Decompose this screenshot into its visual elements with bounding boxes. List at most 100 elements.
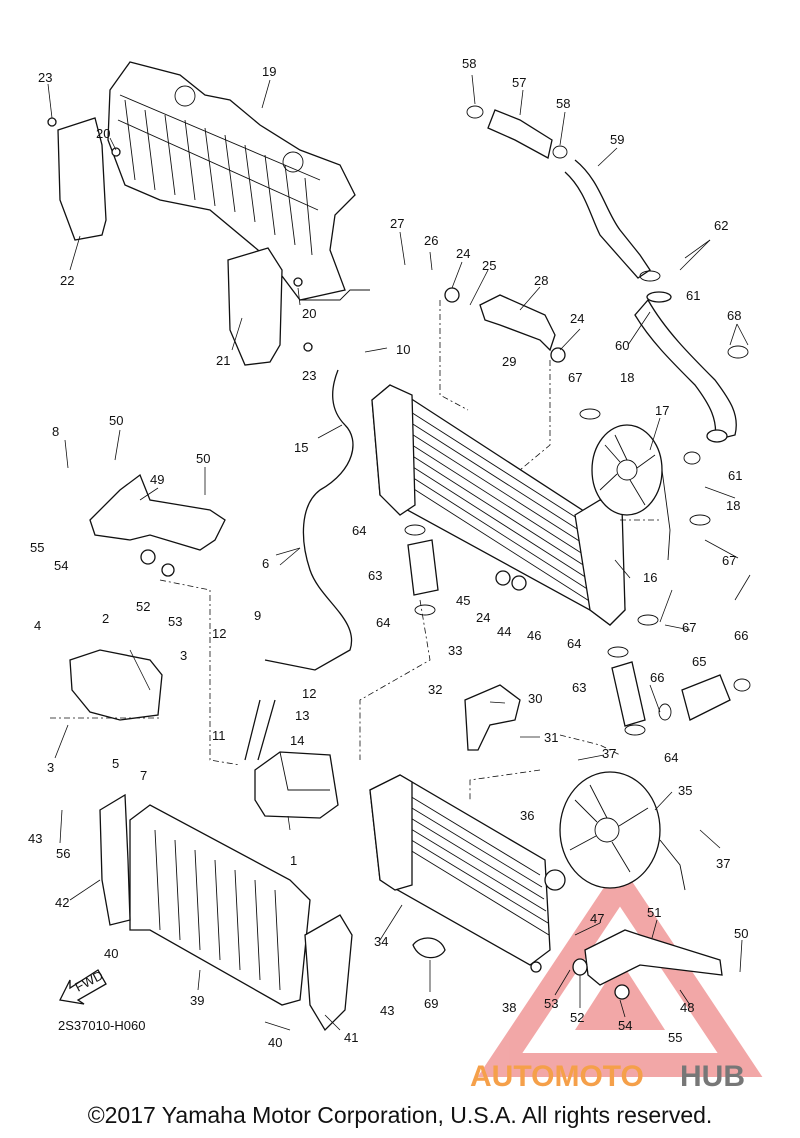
hose-clamps: [140, 105, 751, 1000]
callout: 58: [556, 96, 570, 111]
callout: 12: [302, 686, 316, 701]
side-panel-21: [227, 247, 283, 366]
callout: 36: [520, 808, 534, 823]
callout: 21: [216, 353, 230, 368]
callout: 43: [28, 831, 42, 846]
bracket-49: [89, 473, 226, 551]
callout: 54: [618, 1018, 632, 1033]
radiator-lower: [369, 774, 566, 966]
callout: 27: [390, 216, 404, 231]
callout: 45: [456, 593, 470, 608]
callout: 55: [668, 1030, 682, 1045]
callout: 53: [168, 614, 182, 629]
callout: 28: [534, 273, 548, 288]
diagram-code: 2S37010-H060: [58, 1018, 145, 1033]
callout: 3: [180, 648, 187, 663]
callout: 37: [602, 746, 616, 761]
callout: 15: [294, 440, 308, 455]
callout: 55: [30, 540, 44, 555]
callout: 24: [456, 246, 470, 261]
callout: 64: [352, 523, 366, 538]
callout: 18: [726, 498, 740, 513]
callout: 39: [190, 993, 204, 1008]
callout: 18: [620, 370, 634, 385]
callout: 65: [692, 654, 706, 669]
callout: 13: [295, 708, 309, 723]
callout: 7: [140, 768, 147, 783]
callout: 42: [55, 895, 69, 910]
assembly-lines: [50, 300, 660, 800]
callout: 64: [376, 615, 390, 630]
callout: 54: [54, 558, 68, 573]
callout: 50: [734, 926, 748, 941]
callout: 17: [655, 403, 669, 418]
callout: 24: [570, 311, 584, 326]
callout: 16: [643, 570, 657, 585]
hose-65: [681, 674, 731, 721]
callout: 52: [136, 599, 150, 614]
callout: 66: [650, 670, 664, 685]
svg-text:AUTOMOTO: AUTOMOTO: [470, 1060, 644, 1093]
callout: 30: [528, 691, 542, 706]
callout: 57: [512, 75, 526, 90]
callout: 9: [254, 608, 261, 623]
hoses-upper: [487, 109, 737, 443]
callout: 31: [544, 730, 558, 745]
callout: 3: [47, 760, 54, 775]
callout: 66: [734, 628, 748, 643]
callout: 10: [396, 342, 410, 357]
callout: 22: [60, 273, 74, 288]
fwd-arrow-icon: FWD: [59, 968, 107, 1005]
callout: 11: [212, 728, 226, 743]
callout: 35: [678, 783, 692, 798]
callout: 47: [590, 911, 604, 926]
callout: 67: [722, 553, 736, 568]
callout: 69: [424, 996, 438, 1011]
callout: 61: [728, 468, 742, 483]
radiator-cover-right: [107, 61, 370, 301]
callout: 20: [96, 126, 110, 141]
callout: 8: [52, 424, 59, 439]
callout: 64: [567, 636, 581, 651]
fan-lower: [559, 771, 686, 891]
callout: 19: [262, 64, 276, 79]
radiator-cover-left: [129, 804, 311, 1006]
fan-upper: [591, 424, 671, 561]
hose-63-lower: [611, 661, 646, 727]
callout: 49: [150, 472, 164, 487]
callout: 40: [268, 1035, 282, 1050]
callout: 12: [212, 626, 226, 641]
bracket-48: [584, 929, 723, 986]
callout: 5: [112, 756, 119, 771]
bracket-28: [479, 294, 556, 352]
callout: 6: [262, 556, 269, 571]
air-duct-2: [69, 649, 163, 721]
reservoir-tank: [254, 751, 339, 819]
copyright-notice: ©2017 Yamaha Motor Corporation, U.S.A. A…: [87, 1102, 713, 1128]
parts-diagram: FWD 2S37010-H060 1 2 3 3 4 5 6 7 8 9 10 …: [28, 56, 763, 1093]
callout: 59: [610, 132, 624, 147]
callout: 67: [682, 620, 696, 635]
side-panel-41: [304, 914, 353, 1032]
callout: 56: [56, 846, 70, 861]
callout: 38: [502, 1000, 516, 1015]
callout-numbers: 1 2 3 3 4 5 6 7 8 9 10 11 12 12 13 14 15…: [28, 56, 748, 1050]
callout: 62: [714, 218, 728, 233]
callout: 34: [374, 934, 388, 949]
callout: 51: [647, 905, 661, 920]
callout: 23: [38, 70, 52, 85]
callout: 23: [302, 368, 316, 383]
radiator-upper: [371, 384, 626, 626]
callout: 26: [424, 233, 438, 248]
callout: 40: [104, 946, 118, 961]
callout: 52: [570, 1010, 584, 1025]
hose-63-upper: [407, 539, 439, 596]
callout: 46: [527, 628, 541, 643]
callout: 37: [716, 856, 730, 871]
hoses-small: [244, 369, 354, 761]
callout: 61: [686, 288, 700, 303]
callout: 25: [482, 258, 496, 273]
callout: 63: [572, 680, 586, 695]
side-panel-42: [99, 793, 131, 926]
callout: 50: [196, 451, 210, 466]
